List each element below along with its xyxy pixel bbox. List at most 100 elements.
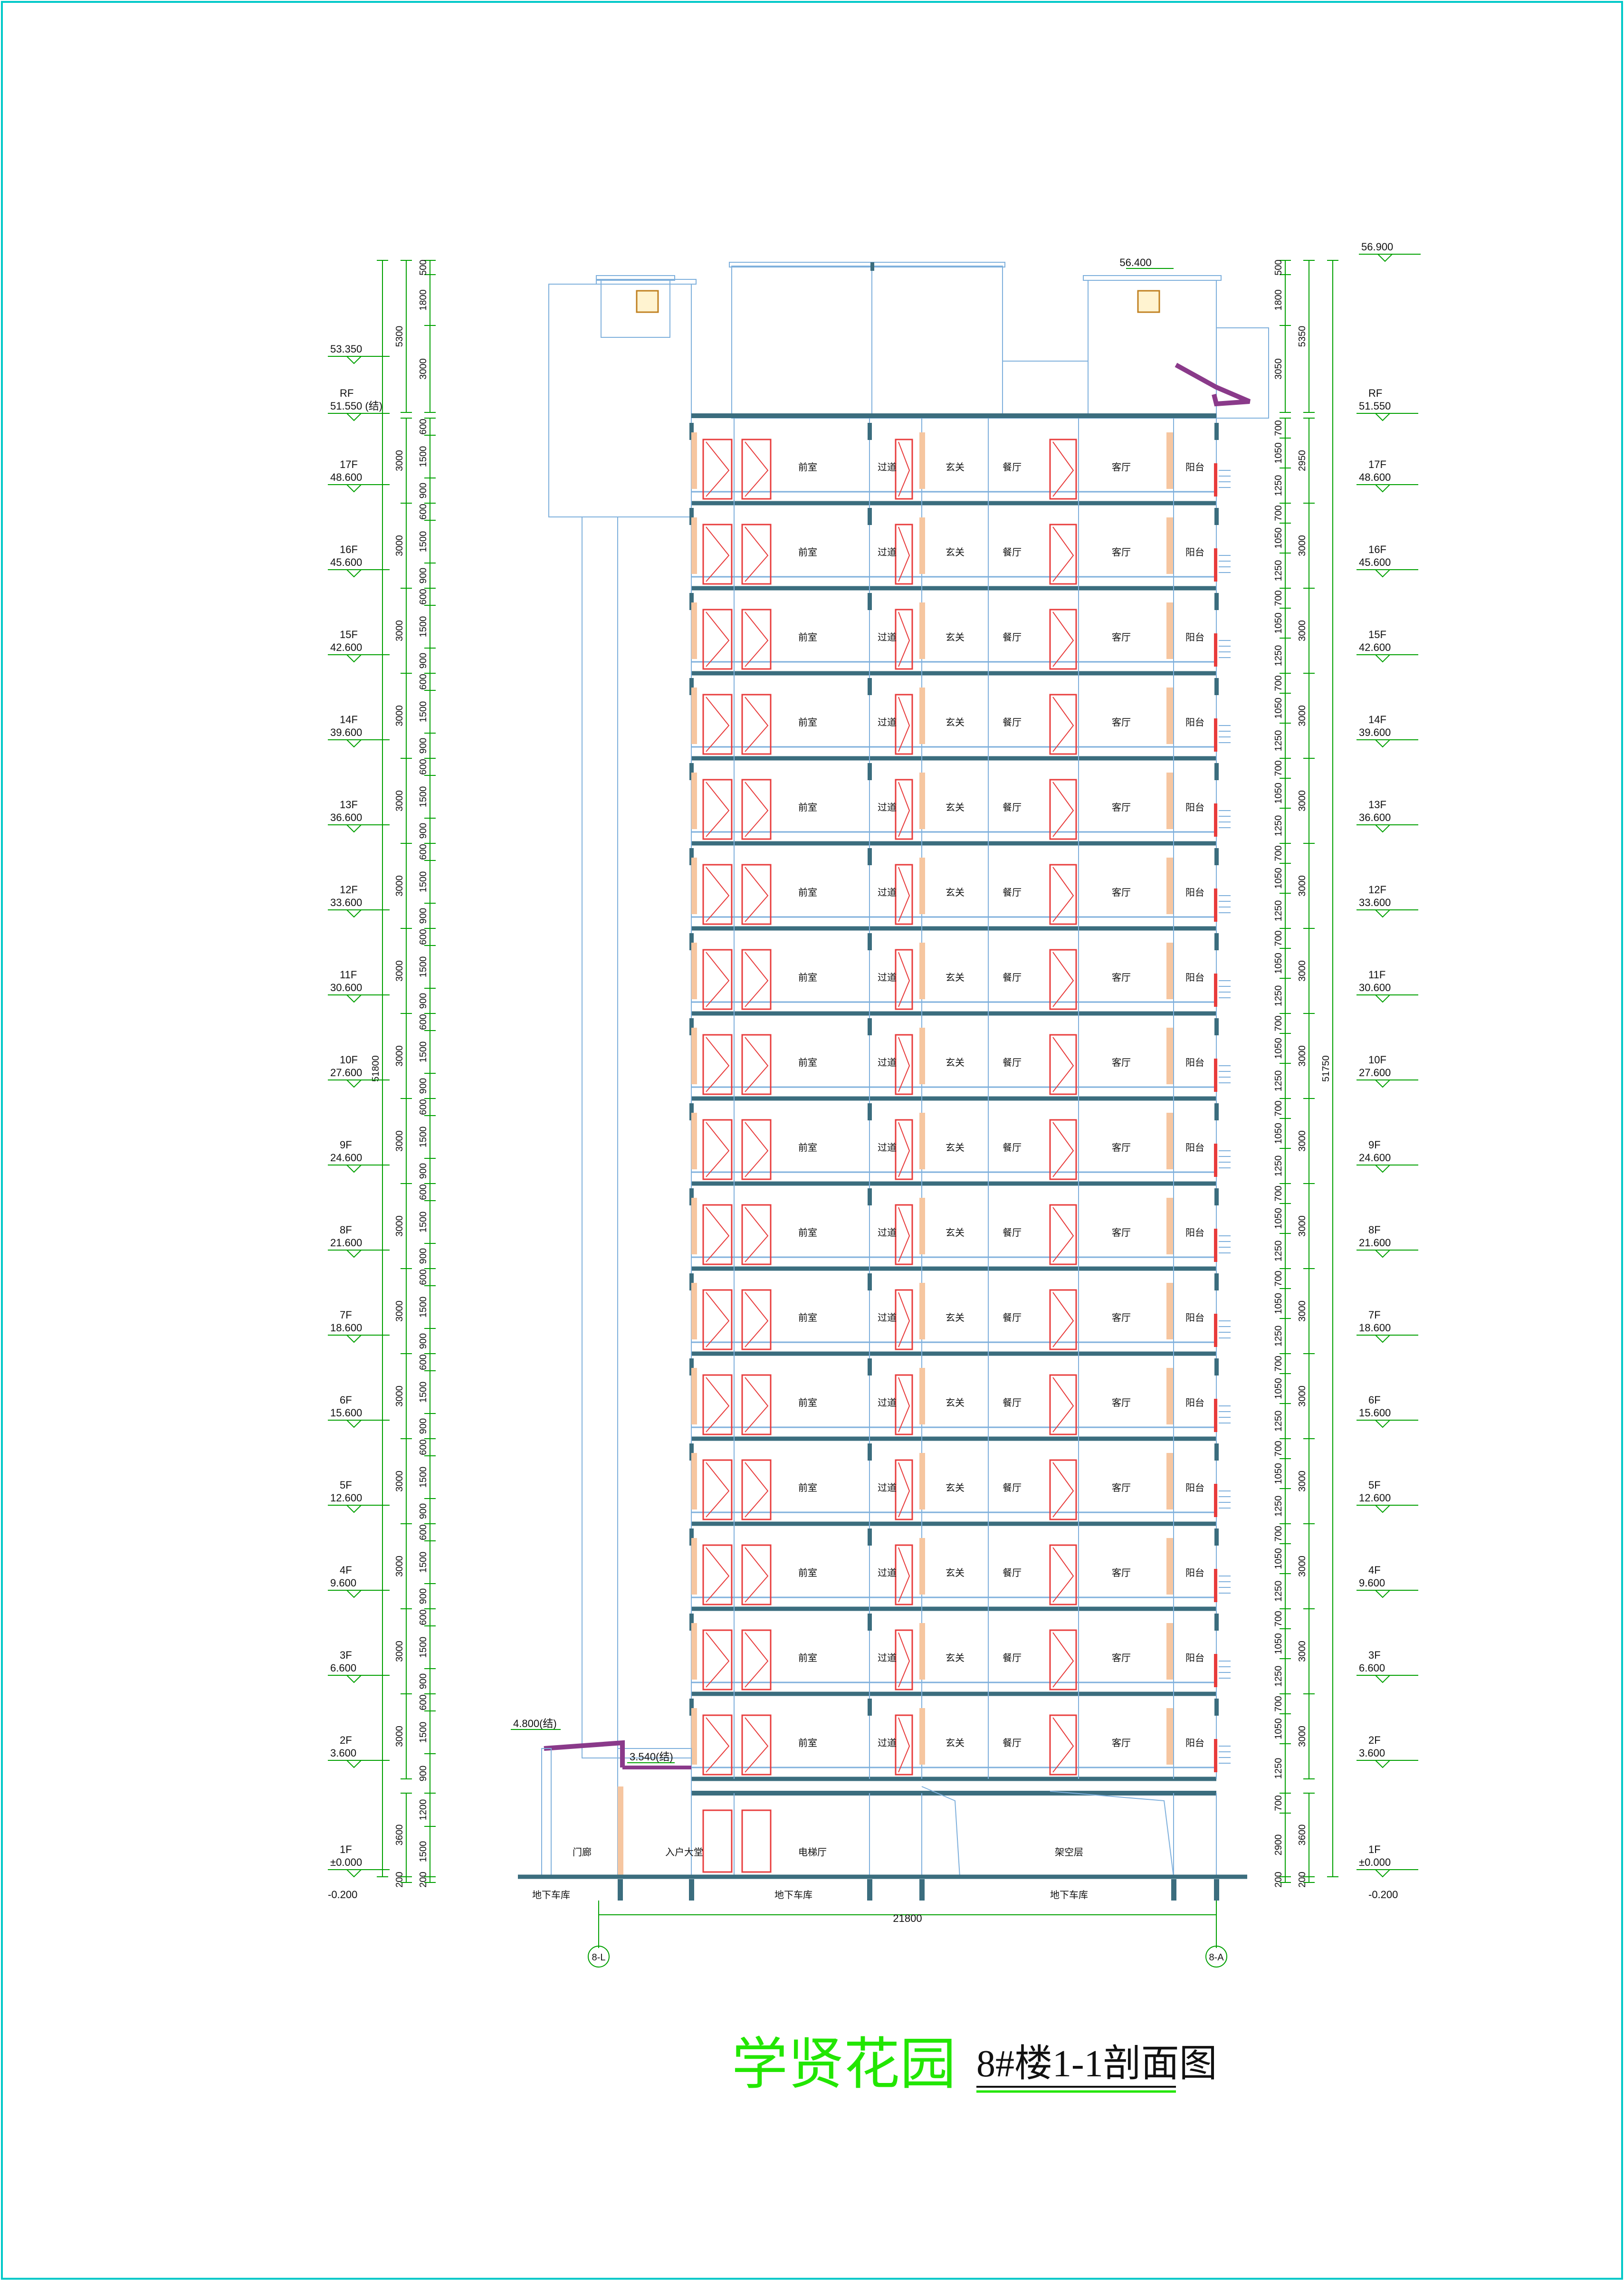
wall-fill (919, 773, 925, 829)
door-swing (745, 526, 769, 582)
left-dim-base-2: 200 (394, 1872, 412, 1888)
column-mark (689, 848, 694, 865)
project-title: 学贤花园 (732, 2033, 956, 2096)
door-swing (1052, 441, 1074, 497)
axis-label: 8-L (592, 1952, 606, 1963)
elev-triangle (346, 739, 362, 748)
dim-text: 3000 (1297, 1215, 1308, 1237)
level-name: 11F (1368, 969, 1385, 981)
door-swing (898, 1207, 910, 1262)
level-name: 14F (1368, 714, 1386, 726)
level-note-canopy-top: 4.800(结) (513, 1718, 557, 1729)
wall-fill (1166, 602, 1173, 659)
column-mark (868, 1103, 872, 1120)
door-frame (895, 949, 913, 1010)
level-name: 1F (340, 1844, 352, 1855)
balcony-rail (1214, 888, 1217, 922)
room-label: 客厅 (1112, 547, 1131, 558)
dim-text: 700 (1273, 675, 1284, 691)
dim-text: 1500 (418, 1467, 429, 1488)
floor-6F: 前室过道玄关餐厅客厅阳台 (689, 1354, 1231, 1441)
room-label: 餐厅 (1003, 972, 1022, 983)
dim-text: 600 (418, 844, 429, 860)
elev-triangle (346, 1760, 362, 1768)
room-label: 前室 (798, 717, 817, 728)
dim-text: 3000 (394, 1471, 405, 1492)
door-swing (898, 1717, 910, 1773)
dim-text: 1050 (1273, 527, 1284, 549)
dim-text: 2900 (1273, 1834, 1284, 1856)
elev-triangle (1377, 254, 1393, 262)
dim-text: 1250 (1273, 815, 1284, 837)
room-label: 餐厅 (1003, 547, 1022, 558)
floor-12F: 前室过道玄关餐厅客厅阳台 (689, 843, 1231, 931)
level-elev: 18.600 (330, 1322, 362, 1334)
wall-fill (691, 1623, 697, 1680)
dim-text: 1050 (1273, 868, 1284, 889)
dim-text: 3000 (1297, 1641, 1308, 1662)
room-label: 玄关 (946, 887, 965, 898)
room-label: 过道 (878, 1482, 897, 1493)
door-frame (702, 1204, 733, 1265)
dim-text: 3000 (1297, 620, 1308, 641)
column-mark (689, 508, 694, 525)
dim-text: 700 (1273, 1270, 1284, 1286)
wall-fill (1166, 1198, 1173, 1254)
level-elev: 42.600 (1359, 641, 1391, 653)
door-swing (1052, 697, 1074, 752)
right-dim-base-2: 200 (1297, 1872, 1315, 1888)
dim-text: 600 (418, 1439, 429, 1455)
floor-13F: 前室过道玄关餐厅客厅阳台 (689, 758, 1231, 846)
door-swing (745, 782, 769, 837)
wall-fill (919, 688, 925, 744)
door-swing (1052, 1717, 1074, 1773)
door-frame (702, 949, 733, 1010)
dim-text: 1250 (1273, 1666, 1284, 1687)
door-frame (741, 694, 772, 755)
room-label: 前室 (798, 972, 817, 983)
door-frame (702, 439, 733, 500)
wall-fill (691, 1028, 697, 1084)
door-frame (702, 1459, 733, 1520)
floor-3F: 前室过道玄关餐厅客厅阳台 (689, 1609, 1231, 1696)
elev-triangle (346, 484, 362, 493)
level-name: 16F (1368, 544, 1386, 555)
dim-text: 700 (1273, 1795, 1284, 1811)
room-label: 餐厅 (1003, 1653, 1022, 1663)
level-elev: 6.600 (1359, 1662, 1385, 1674)
basement-column (618, 1879, 623, 1901)
wall-fill (919, 1453, 925, 1509)
porch-post (541, 1748, 552, 1877)
level-elev: 39.600 (330, 726, 362, 738)
elev-triangle (346, 1869, 362, 1878)
dim-text: 600 (418, 1184, 429, 1200)
room-label: 餐厅 (1003, 1482, 1022, 1493)
door-swing (1052, 1547, 1074, 1603)
column-mark (868, 508, 872, 525)
door-frame (741, 1289, 772, 1350)
wall-fill (1166, 858, 1173, 914)
door-swing (1052, 1292, 1074, 1347)
balcony-rail (1214, 718, 1217, 752)
door-frame (741, 1714, 772, 1776)
dim-text: 1500 (418, 616, 429, 638)
roof-canopy (1175, 363, 1251, 407)
door-swing (1052, 611, 1074, 667)
level-elev: 15.600 (330, 1407, 362, 1419)
basement-column (919, 1879, 925, 1901)
level-name: 12F (1368, 884, 1386, 896)
room-label: 玄关 (946, 717, 965, 728)
column-mark (1214, 593, 1219, 610)
elev-triangle (1375, 413, 1390, 421)
room-label: 餐厅 (1003, 1397, 1022, 1408)
wall-fill (1166, 432, 1173, 489)
room-label: 阳台 (1185, 547, 1204, 558)
room-label: 玄关 (946, 462, 965, 473)
wall-fill (919, 1113, 925, 1169)
